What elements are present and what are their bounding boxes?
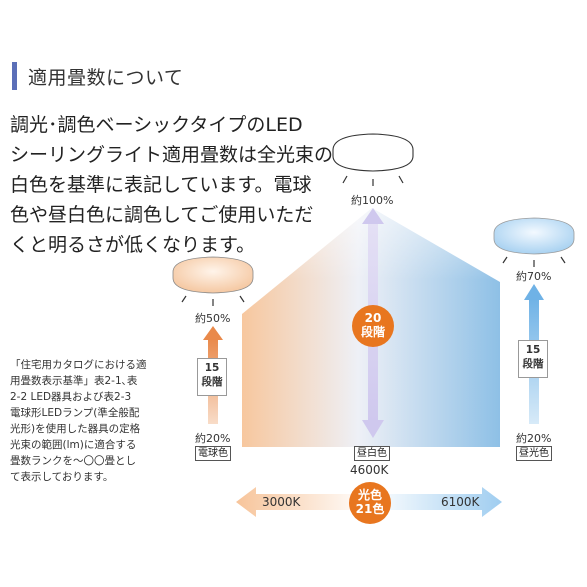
intro-line: 調光･調色ベーシックタイプのLED [10, 114, 303, 136]
color-tag-neutral: 昼白色 [354, 446, 390, 461]
step-count: 15 [204, 362, 220, 374]
note-line: 電球形LEDランプ(準全般配 [10, 407, 140, 419]
light-color-label: 光色 [357, 488, 382, 502]
intro-line: 色や昼白色に調色してご使用いただ [10, 204, 314, 226]
warm-step-box: 15 段階 [197, 358, 227, 396]
intro-line: 白色を基準に表記しています。電球 [10, 174, 312, 196]
center-brightness-label: 約100% [351, 194, 394, 207]
ceiling-light-warm [172, 256, 254, 306]
intro-line: くと明るさが低くなります。 [10, 234, 256, 256]
ceiling-light-cool [493, 217, 575, 267]
ceiling-light-center [332, 133, 414, 186]
center-kelvin: 4600K [350, 463, 389, 477]
note-line: て表示しております。 [10, 471, 114, 483]
light-color-count-badge: 光色 21色 [349, 482, 391, 524]
color-tag-daylight: 昼光色 [516, 446, 552, 461]
warm-max-brightness: 約50% [195, 312, 231, 325]
warm-min-brightness: 約20% [195, 432, 231, 445]
note-line: 2-2 LED器具および表2-3 [10, 391, 132, 403]
step-count: 20 [364, 311, 382, 325]
step-unit: 段階 [201, 376, 223, 388]
intro-line: シーリングライト適用畳数は全光束の [10, 144, 334, 166]
color-tag-warm: 電球色 [195, 446, 231, 461]
step-count-badge: 20 段階 [352, 305, 394, 347]
warm-kelvin: 3000K [262, 495, 301, 509]
note-line: 用畳数表示基準」表2-1､表 [10, 375, 138, 387]
step-count: 15 [525, 344, 541, 356]
cool-step-box: 15 段階 [518, 340, 548, 378]
note-line: 畳数ランクを～〇〇畳とし [10, 455, 136, 467]
step-unit: 段階 [522, 358, 544, 370]
step-unit: 段階 [360, 325, 385, 339]
note-line: 光形)を使用した器具の定格 [10, 423, 141, 435]
section-title: 適用畳数について [28, 67, 184, 89]
cool-max-brightness: 約70% [516, 270, 552, 283]
header-accent-bar [12, 62, 17, 90]
light-color-count: 21色 [355, 502, 385, 516]
note-line: 光束の範囲(lm)に適合する [10, 439, 137, 451]
cool-kelvin: 6100K [441, 495, 480, 509]
note-line: 「住宅用カタログにおける適 [10, 359, 147, 371]
cool-min-brightness: 約20% [516, 432, 552, 445]
